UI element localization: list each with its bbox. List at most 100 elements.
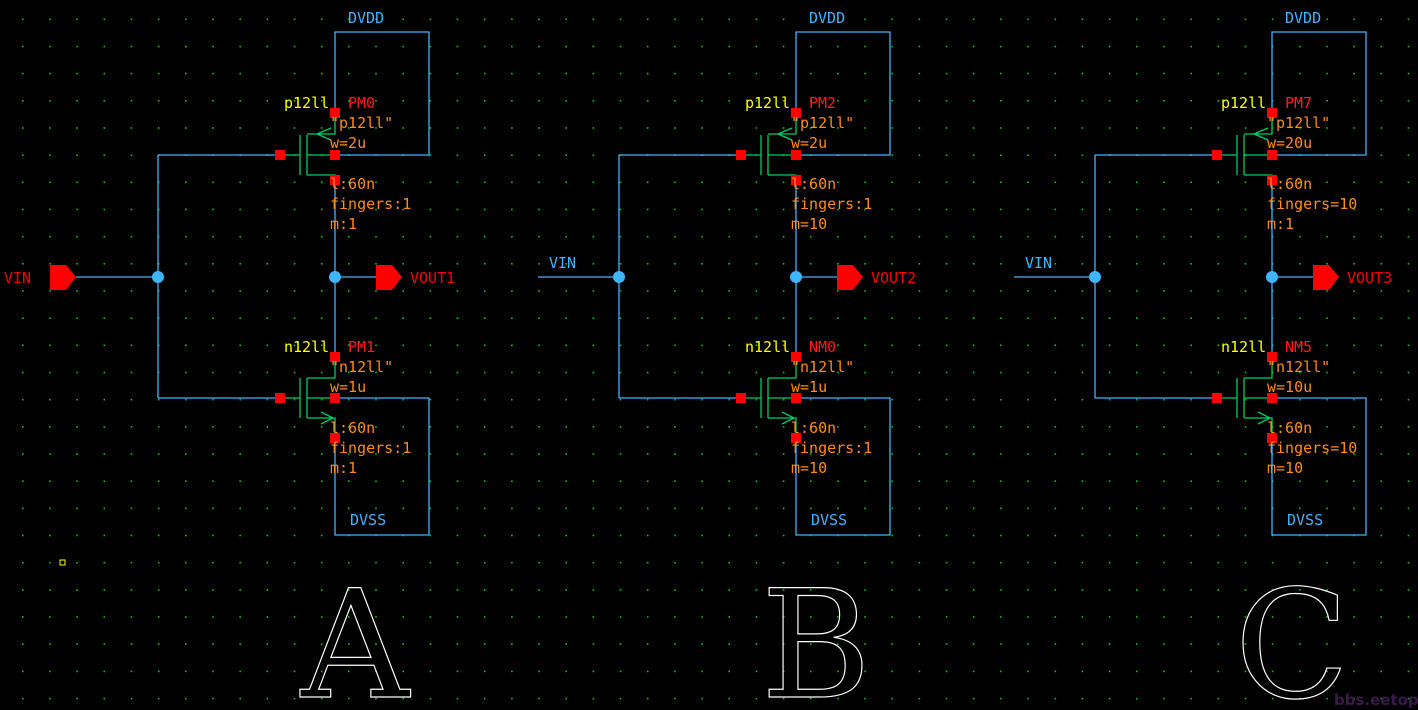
grid-dot xyxy=(429,290,432,292)
grid-dot xyxy=(1054,263,1057,265)
pmos-source-pin[interactable] xyxy=(1267,108,1277,118)
supply-wire[interactable] xyxy=(334,31,430,156)
grid-dot xyxy=(320,344,323,347)
output-pin-icon[interactable] xyxy=(1313,265,1339,290)
nmos-drain-pin[interactable] xyxy=(330,352,340,362)
ground-wire[interactable] xyxy=(795,397,891,536)
grid-dot xyxy=(375,127,377,129)
nmos-source-pin[interactable] xyxy=(330,433,340,443)
grid-dot xyxy=(1136,507,1138,510)
grid-dot xyxy=(972,643,975,645)
pmos-source-pin[interactable] xyxy=(330,108,340,118)
grid-dot xyxy=(565,426,567,428)
nmos-source-pin[interactable] xyxy=(791,433,801,443)
output-pin-icon[interactable] xyxy=(376,265,402,290)
grid-dot xyxy=(293,480,296,482)
grid-dot xyxy=(348,263,350,265)
grid-dot xyxy=(674,507,676,510)
grid-dot xyxy=(348,616,350,618)
grid-dot xyxy=(483,181,486,184)
nmos-bulk-pin[interactable] xyxy=(791,393,801,403)
grid-dot xyxy=(266,507,269,510)
grid-dot xyxy=(1054,670,1057,673)
grid-dot xyxy=(945,507,948,510)
grid-dot xyxy=(1054,181,1057,184)
grid-dot xyxy=(864,45,866,48)
grid-dot xyxy=(755,534,758,537)
grid-dot xyxy=(456,643,459,645)
grid-dot xyxy=(1380,72,1383,75)
grid-dot xyxy=(375,344,377,347)
grid-dot xyxy=(782,398,785,401)
pmos-bulk-pin[interactable] xyxy=(1267,150,1277,160)
grid-dot xyxy=(891,344,893,347)
nmos-drain-pin[interactable] xyxy=(791,352,801,362)
pmos-fingers-param: fingers=10 xyxy=(1267,195,1357,213)
grid-dot xyxy=(1054,561,1057,564)
grid-dot xyxy=(456,100,459,102)
grid-dot xyxy=(701,18,703,21)
pmos-gate-pin[interactable] xyxy=(736,150,746,160)
pmos-bulk-pin[interactable] xyxy=(330,150,340,160)
nmos-drain-pin[interactable] xyxy=(1267,352,1277,362)
ground-wire[interactable] xyxy=(1271,397,1367,536)
input-pin-icon[interactable] xyxy=(50,265,76,290)
grid-dot xyxy=(1244,561,1247,564)
grid-dot xyxy=(320,534,323,537)
grid-dot xyxy=(456,263,459,265)
grid-dot xyxy=(1299,344,1301,347)
grid-dot xyxy=(1027,616,1029,618)
grid-dot xyxy=(130,290,133,292)
grid-dot xyxy=(728,670,730,673)
pmos-width-param: w=2u xyxy=(330,134,366,152)
pmos-source-pin[interactable] xyxy=(791,108,801,118)
nmos-gate-pin[interactable] xyxy=(275,393,285,403)
grid-dot xyxy=(619,127,622,129)
pmos-drain-pin[interactable] xyxy=(791,175,801,185)
pmos-length-param: l:60n xyxy=(330,175,375,193)
grid-dot xyxy=(103,317,106,319)
nmos-source-pin[interactable] xyxy=(1267,433,1277,443)
grid-dot xyxy=(103,127,106,129)
grid-dot xyxy=(646,317,649,319)
grid-dot xyxy=(1244,263,1247,265)
grid-dot xyxy=(728,371,730,374)
grid-dot xyxy=(103,534,106,537)
grid-dot xyxy=(891,45,893,48)
grid-dot xyxy=(945,127,948,129)
grid-dot xyxy=(320,18,323,21)
supply-wire[interactable] xyxy=(795,31,891,156)
nmos-bulk-pin[interactable] xyxy=(330,393,340,403)
ground-wire[interactable] xyxy=(334,397,430,536)
supply-wire[interactable] xyxy=(1271,31,1367,156)
grid-dot xyxy=(728,100,730,102)
grid-dot xyxy=(945,697,948,700)
grid-dot xyxy=(239,507,241,510)
nmos-bulk-pin[interactable] xyxy=(1267,393,1277,403)
grid-dot xyxy=(1163,507,1165,510)
grid-dot xyxy=(1299,208,1301,211)
grid-dot xyxy=(76,235,78,238)
grid-dot xyxy=(701,45,703,48)
grid-dot xyxy=(456,561,459,564)
nmos-gate-pin[interactable] xyxy=(1212,393,1222,403)
output-pin-icon[interactable] xyxy=(837,265,863,290)
grid-dot xyxy=(1380,398,1383,401)
nmos-length-param: l:60n xyxy=(330,419,375,437)
pmos-drain-pin[interactable] xyxy=(1267,175,1277,185)
grid-dot xyxy=(320,72,323,75)
grid-dot xyxy=(1136,534,1138,537)
grid-dot xyxy=(511,72,513,75)
input-net-label: VIN xyxy=(1025,254,1052,272)
grid-dot xyxy=(1027,670,1029,673)
grid-dot xyxy=(266,290,269,292)
pmos-gate-pin[interactable] xyxy=(275,150,285,160)
grid-dot xyxy=(701,643,703,645)
grid-dot xyxy=(22,290,24,292)
grid-dot xyxy=(945,426,948,428)
pmos-gate-pin[interactable] xyxy=(1212,150,1222,160)
pmos-drain-pin[interactable] xyxy=(330,175,340,185)
nmos-gate-pin[interactable] xyxy=(736,393,746,403)
pmos-bulk-pin[interactable] xyxy=(791,150,801,160)
